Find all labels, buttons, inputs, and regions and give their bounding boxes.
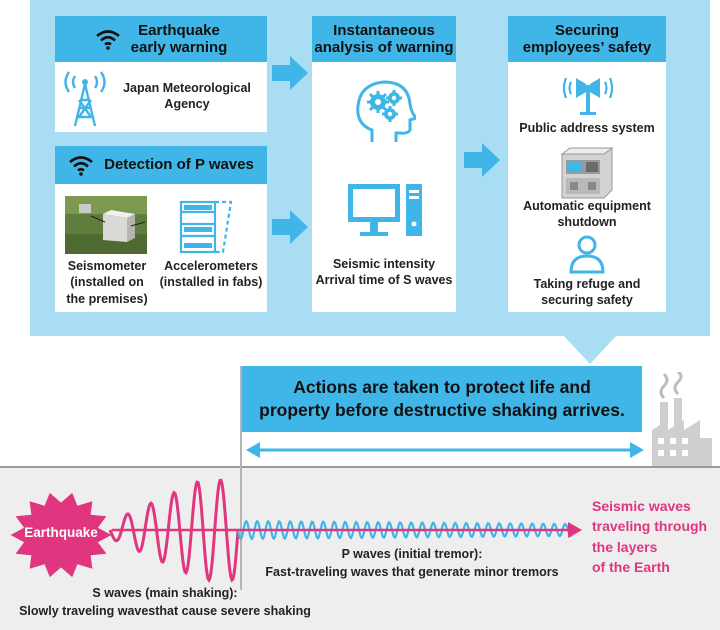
banner-line2: property before destructive shaking arri… bbox=[259, 400, 625, 420]
warning-title-line2: early warning bbox=[130, 39, 228, 56]
accelerometer-icon bbox=[179, 200, 233, 254]
p-wave-description: P waves (initial tremor): Fast-traveling… bbox=[222, 546, 602, 581]
detection-title: Detection of P waves bbox=[104, 156, 254, 174]
p-wave-line2: Fast-traveling waves that generate minor… bbox=[265, 564, 559, 579]
actions-banner: Actions are taken to protect life and pr… bbox=[242, 366, 642, 432]
s-wave-line2: Slowly traveling wavesthat cause severe … bbox=[19, 603, 311, 618]
equipment-icon bbox=[560, 147, 614, 199]
seismic-waves bbox=[108, 478, 582, 584]
warning-card: Earthquake early warning Japan Meteorolo… bbox=[55, 16, 267, 132]
refuge-label: Taking refuge and securing safety bbox=[508, 276, 666, 309]
panel-pointer bbox=[562, 334, 618, 364]
wifi-icon bbox=[95, 30, 120, 50]
shutdown-label: Automatic equipment shutdown bbox=[508, 198, 666, 231]
analysis-line2: Arrival time of S waves bbox=[315, 273, 453, 288]
analysis-card: Instantaneous analysis of warning bbox=[312, 16, 456, 312]
time-marker-line bbox=[240, 366, 242, 466]
earth-line2: traveling through bbox=[592, 518, 708, 535]
accelerometer-line2: (installed in fabs) bbox=[159, 275, 263, 290]
safety-title-line1: Securing bbox=[554, 21, 620, 39]
speaker-icon bbox=[562, 77, 614, 115]
ground-marker-line bbox=[240, 466, 242, 590]
accelerometer-label: Accelerometers (installed in fabs) bbox=[155, 258, 267, 291]
warning-source-line1: Japan Meteorological bbox=[123, 81, 251, 95]
safety-title-line2: employees’ safety bbox=[522, 39, 652, 56]
computer-icon bbox=[348, 184, 422, 236]
starburst-icon bbox=[10, 492, 112, 578]
warning-source: Japan Meteorological Agency bbox=[117, 80, 257, 113]
analysis-title-line2: analysis of warning bbox=[314, 39, 454, 56]
pa-label: Public address system bbox=[519, 121, 655, 135]
p-wave bbox=[236, 519, 573, 541]
head-gears-icon bbox=[356, 80, 416, 142]
warning-header: Earthquake early warning bbox=[55, 16, 267, 62]
earthquake-label: Earthquake bbox=[24, 525, 98, 540]
earth-line3: the layers bbox=[592, 538, 658, 555]
safety-header: Securing employees’ safety bbox=[508, 16, 666, 62]
detection-card: Detection of P waves Seismometer (instal… bbox=[55, 146, 267, 312]
earth-layer bbox=[0, 466, 720, 630]
warning-title-line1: Earthquake bbox=[138, 21, 220, 39]
earth-line1: Seismic waves bbox=[592, 498, 691, 514]
shutdown-line2: shutdown bbox=[557, 215, 617, 230]
factory-icon bbox=[652, 372, 712, 466]
seismometer-line2: (installed on bbox=[70, 275, 144, 290]
person-icon bbox=[569, 235, 605, 274]
warning-source-line2: Agency bbox=[164, 97, 210, 112]
analysis-line1: Seismic intensity bbox=[332, 257, 436, 271]
antenna-tower-icon bbox=[64, 71, 106, 127]
seismometer-photo bbox=[65, 196, 147, 254]
earth-line4: of the Earth bbox=[592, 558, 670, 575]
refuge-line1: Taking refuge and bbox=[533, 277, 641, 291]
seismometer-label: Seismometer (installed on the premises) bbox=[55, 258, 159, 307]
analysis-header: Instantaneous analysis of warning bbox=[312, 16, 456, 62]
time-span-arrow bbox=[246, 442, 644, 458]
shutdown-line1: Automatic equipment bbox=[523, 199, 651, 213]
p-wave-line1: P waves (initial tremor): bbox=[341, 547, 483, 561]
s-wave-line1: S waves (main shaking): bbox=[92, 586, 238, 600]
accelerometer-line1: Accelerometers bbox=[164, 259, 258, 273]
refuge-line2: securing safety bbox=[541, 293, 633, 308]
analysis-title-line1: Instantaneous bbox=[333, 21, 435, 39]
seismometer-line1: Seismometer bbox=[67, 259, 147, 273]
s-wave bbox=[108, 478, 240, 584]
wifi-icon bbox=[69, 156, 93, 176]
seismometer-line3: the premises) bbox=[66, 291, 148, 306]
s-wave-description: S waves (main shaking): Slowly traveling… bbox=[0, 585, 330, 620]
detection-header: Detection of P waves bbox=[55, 146, 267, 184]
banner-line1: Actions are taken to protect life and bbox=[293, 377, 591, 398]
safety-card: Securing employees’ safety Public addres… bbox=[508, 16, 666, 312]
analysis-results: Seismic intensity Arrival time of S wave… bbox=[312, 256, 456, 289]
earth-layers-label: Seismic waves traveling through the laye… bbox=[592, 496, 718, 577]
